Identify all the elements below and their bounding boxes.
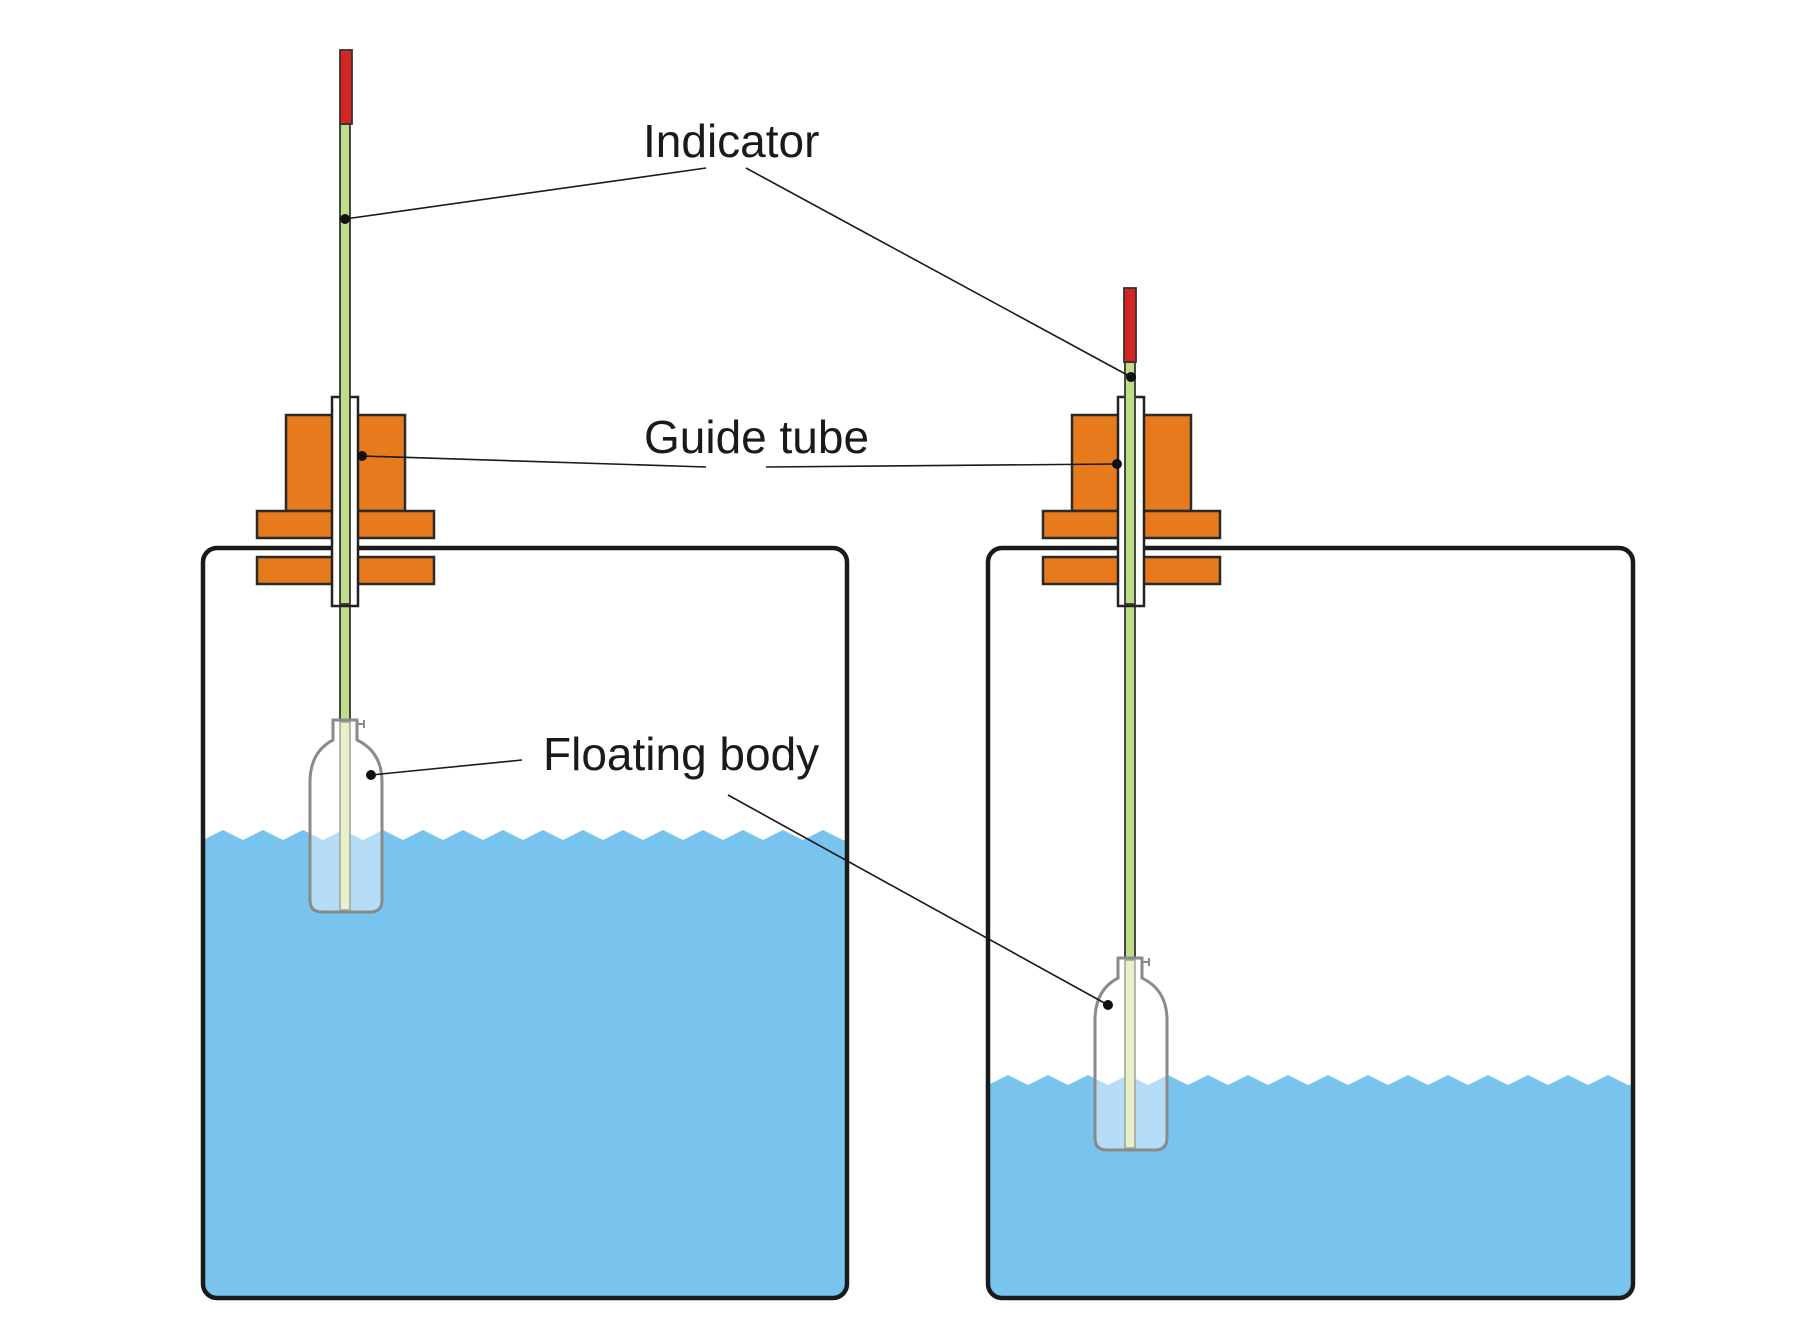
floating-body-callout: Floating body <box>366 728 1113 1010</box>
left-floating-body <box>308 718 384 914</box>
left-indicator-rod-lower <box>339 599 351 721</box>
left-indicator-rod <box>339 123 351 605</box>
left-water <box>203 830 847 1298</box>
indicator-callout: Indicator <box>340 115 1136 382</box>
left-indicator-tip <box>339 49 353 125</box>
floating-body-label: Floating body <box>543 728 819 780</box>
right-tank-wall <box>985 545 1636 1301</box>
left-tank-wall <box>200 545 850 1301</box>
guide-tube-callout: Guide tube <box>357 411 1122 469</box>
right-floating-body <box>1093 956 1169 1152</box>
guide-tube-label: Guide tube <box>644 411 869 463</box>
right-water <box>988 1075 1633 1298</box>
right-indicator-rod-lower <box>1124 599 1136 959</box>
indicator-label: Indicator <box>643 115 819 167</box>
left-tank <box>200 49 850 1301</box>
right-indicator-tip <box>1123 287 1137 363</box>
right-indicator-rod <box>1124 361 1136 605</box>
right-tank <box>985 287 1636 1301</box>
